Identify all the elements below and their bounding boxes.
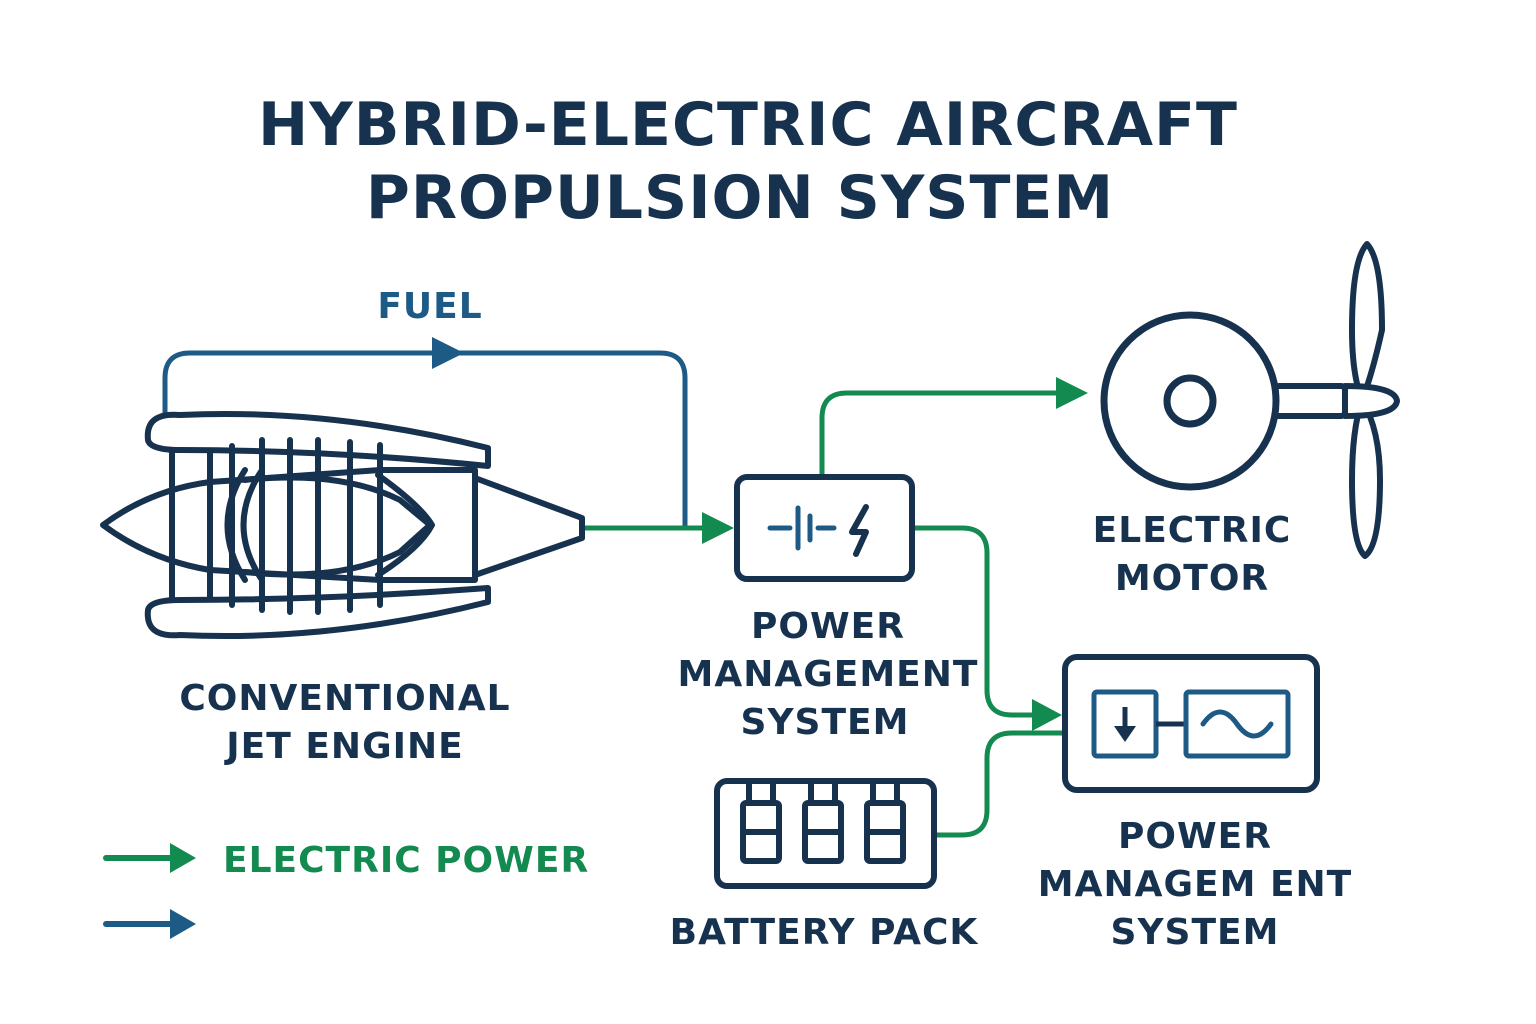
battery-pack-label: BATTERY PACK — [670, 912, 979, 953]
pms-to-motor-line — [819, 390, 1062, 478]
title-line-1: HYBRID-ELECTRIC AIRCRAFT — [258, 90, 1238, 160]
legend-fuel-arrow — [170, 909, 196, 939]
propeller-icon — [1272, 241, 1400, 559]
dc-arrow-icon — [1114, 707, 1136, 742]
title-line-2: PROPULSION SYSTEM — [366, 163, 1114, 233]
engine-to-pms-arrow — [702, 512, 734, 544]
pms-top-label-line-1: POWER — [751, 606, 905, 647]
pms-top-label-line-3: SYSTEM — [741, 702, 910, 743]
pms-bottom-label-line-3: SYSTEM — [1111, 912, 1280, 953]
fuel-label: FUEL — [377, 286, 482, 327]
pms-to-converter-arrow — [1032, 699, 1062, 731]
electric-lines — [585, 390, 1063, 838]
pms-bottom-label-line-1: POWER — [1118, 816, 1272, 857]
fuel-arrow-head — [432, 337, 464, 369]
lightning-icon — [849, 504, 869, 557]
jet-engine-label-line-2: JET ENGINE — [223, 726, 463, 767]
legend-electric-label: ELECTRIC POWER — [223, 840, 589, 881]
battery-to-converter-line — [935, 730, 1063, 838]
battery-symbol-icon — [767, 505, 837, 551]
legend-electric-arrow — [170, 843, 196, 873]
legend: ELECTRIC POWER — [103, 840, 589, 939]
fuel-line — [162, 350, 688, 528]
pms-to-converter-line — [912, 525, 1035, 718]
electric-motor-label-line-2: MOTOR — [1115, 558, 1269, 599]
jet-engine-label-line-1: CONVENTIONAL — [179, 678, 510, 719]
electric-motor-icon — [1100, 311, 1280, 491]
battery-pack-icon — [714, 778, 937, 889]
electric-motor-label-line-1: ELECTRIC — [1093, 510, 1292, 551]
jet-engine-icon — [100, 410, 585, 640]
pms-to-motor-arrow — [1056, 377, 1088, 409]
ac-wave-icon — [1200, 709, 1274, 739]
pms-top-label-line-2: MANAGEMENT — [678, 654, 979, 695]
pms-bottom-label-line-2: MANAGEM ENT — [1038, 864, 1352, 905]
